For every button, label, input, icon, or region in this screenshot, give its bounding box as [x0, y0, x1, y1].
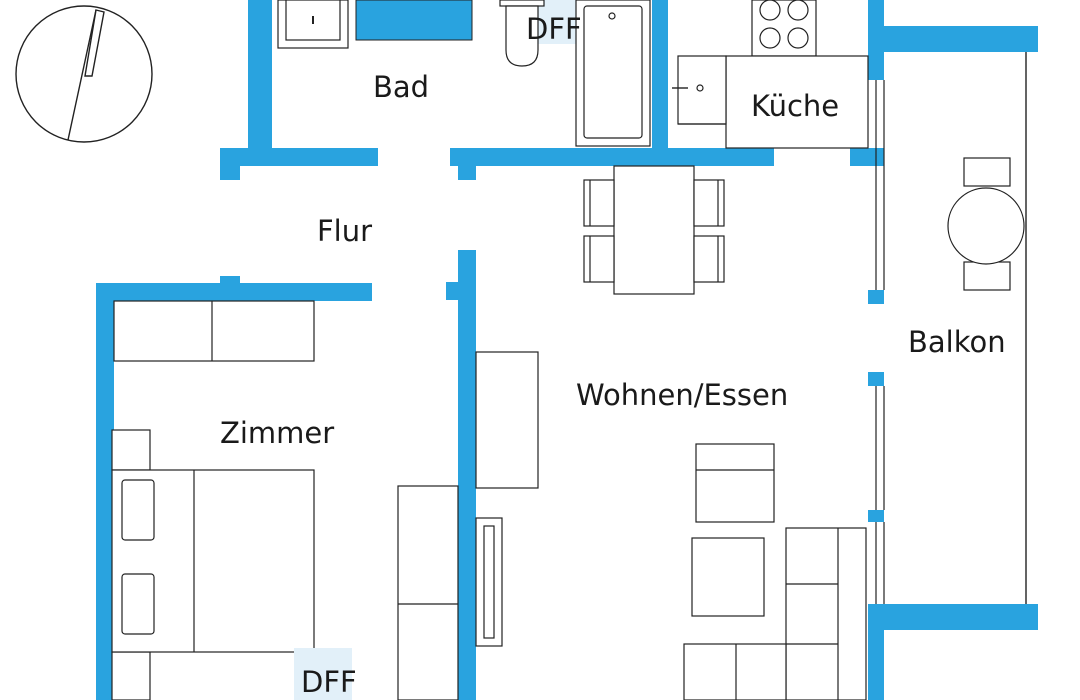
bathtub [575, 0, 651, 147]
balcony-table [947, 157, 1025, 291]
dff-label-bottom: DFF [301, 665, 357, 699]
coffee-table [691, 537, 765, 617]
balcony-railing [875, 52, 1027, 604]
stove-icon [751, 0, 817, 57]
dff-label-top: DFF [526, 12, 582, 46]
room-label-balkon: Balkon [908, 325, 1006, 359]
dff-marker-bottom [294, 648, 352, 700]
bed [111, 429, 315, 700]
sofa [683, 527, 867, 700]
tv-unit [475, 517, 503, 647]
room-label-wohnen: Wohnen/Essen [576, 378, 788, 412]
wardrobe [113, 300, 315, 362]
dining-table [583, 165, 725, 295]
zimmer-shelf [397, 485, 459, 700]
room-label-zimmer: Zimmer [220, 416, 334, 450]
toilet [499, 0, 545, 67]
bathroom-cabinet [355, 0, 473, 41]
walls [96, 0, 1038, 700]
room-label-kueche: Küche [751, 89, 839, 123]
compass-icon [15, 5, 153, 143]
room-label-flur: Flur [317, 214, 372, 248]
bathroom-sink [277, 0, 349, 49]
armchair [695, 443, 775, 523]
room-label-bad: Bad [373, 70, 429, 104]
kitchen-counter [672, 55, 869, 149]
sideboard [475, 351, 539, 489]
